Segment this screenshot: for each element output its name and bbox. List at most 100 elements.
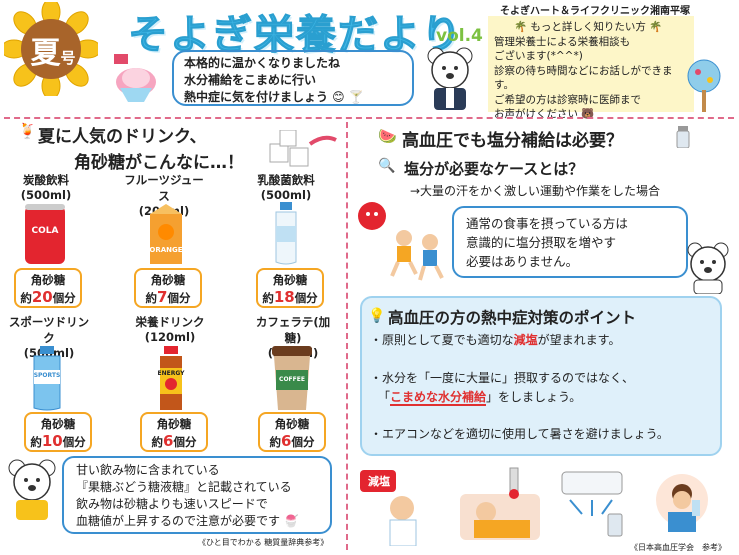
sugar-prefix: 約 xyxy=(30,435,42,449)
sugar-label: 角砂糖 xyxy=(156,417,192,431)
bear-nurse-icon xyxy=(4,456,60,522)
left-source: 《ひと目でわかる 糖質量辞典参考》 xyxy=(198,538,329,547)
bubble-line: 必要はありません。 xyxy=(466,254,579,269)
sugar-label: 角砂糖 xyxy=(272,273,308,287)
sugar-suffix: 個分 xyxy=(291,435,315,449)
drink-item: 乳酸菌飲料 (500ml) xyxy=(246,172,326,202)
intro-line: 本格的に温かくなりましたね xyxy=(184,56,341,70)
sports-bottle-icon: SPORTS xyxy=(28,346,66,412)
salt-advice-bubble: 通常の食事を摂っている方は 意識的に塩分摂取を増やす 必要はありません。 xyxy=(452,206,688,278)
drink-volume: (120ml) xyxy=(144,330,196,344)
point-text: 「 xyxy=(378,390,391,404)
sugar-box: 角砂糖 約18個分 xyxy=(256,268,324,308)
drink-name: 乳酸菌飲料 xyxy=(257,173,315,187)
sugar-prefix: 約 xyxy=(151,435,164,449)
drink-icon: 🍹 xyxy=(18,122,37,140)
intro-line: 熱中症に気を付けましょう 😊 🍸 xyxy=(184,90,364,104)
sugar-count: 18 xyxy=(273,288,295,306)
sugar-prefix: 約 xyxy=(269,435,282,449)
note-line: お声がけください 🐻 xyxy=(494,108,595,120)
point-3: ・エアコンなどを適切に使用して暑さを避けましょう。 xyxy=(370,427,669,441)
watermelon-icon: 🍉 xyxy=(378,127,397,145)
can-label: ENERGY xyxy=(157,370,185,377)
consultation-note: 🌴 もっと詳しく知りたい方 🌴 管理栄養士による栄養相談も ございます(*^^*… xyxy=(488,16,694,120)
sugar-cube-icon xyxy=(260,129,340,170)
left-heading-line2: 角砂糖がこんなに…！ xyxy=(74,153,244,173)
drink-item: 栄養ドリンク (120ml) xyxy=(130,314,210,344)
note-line: 診察の待ち時間などにお話しができます。 xyxy=(494,64,673,92)
can-label: COFFEE xyxy=(279,376,305,383)
sugar-suffix: 個分 xyxy=(294,291,318,305)
point-text: が望まれます。 xyxy=(537,333,621,347)
bubble-line: 意識的に塩分摂取を増やす xyxy=(466,235,617,250)
badge-text: 夏号 xyxy=(30,36,76,71)
panel-heading: 高血圧の方の熱中症対策のポイント xyxy=(388,309,637,327)
point-text: 」をしましょう。 xyxy=(486,390,582,404)
point-text: ・原則として夏でも適切な xyxy=(370,333,514,347)
point-emphasis: こまめな水分補給 xyxy=(390,390,487,406)
sugar-count: 20 xyxy=(31,288,53,306)
sugar-count: 6 xyxy=(163,432,174,450)
energy-drink-icon: ENERGY xyxy=(156,346,186,412)
fan-icon xyxy=(686,58,722,114)
sugar-box: 角砂糖 約7個分 xyxy=(134,268,202,308)
bubble-line: 通常の食事を摂っている方は xyxy=(466,216,628,231)
divider xyxy=(346,122,348,550)
magnifier-icon: 🔍 xyxy=(378,158,396,174)
drink-name: 栄養ドリンク xyxy=(135,315,205,329)
note-line: 管理栄養士による栄養相談も xyxy=(494,35,631,48)
right-heading: 高血圧でも塩分補給は必要？ xyxy=(402,131,623,151)
volume-number: vol.4 xyxy=(436,26,483,46)
drink-volume: (500ml) xyxy=(20,188,72,202)
sugar-suffix: 個分 xyxy=(167,291,191,305)
sugar-box: 角砂糖 約20個分 xyxy=(14,268,82,308)
coffee-cup-icon: COFFEE xyxy=(270,346,314,412)
juice-box-icon: ORANGE xyxy=(146,204,186,266)
note-line: ございます(*^^*) xyxy=(494,50,583,62)
intro-bubble: 本格的に温かくなりましたね 水分補給をこまめに行い 熱中症に気を付けましょう 😊… xyxy=(172,50,414,106)
sugar-label: 角砂糖 xyxy=(30,273,66,287)
intro-line: 水分補給をこまめに行い xyxy=(184,73,317,87)
sugar-suffix: 個分 xyxy=(62,435,86,449)
can-label: ORANGE xyxy=(149,246,183,254)
drink-name: スポーツドリンク xyxy=(8,315,90,345)
bubble-line: 血糖値が上昇するので注意が必要です 🍧 xyxy=(76,514,299,528)
cola-can-icon: COLA xyxy=(22,202,68,266)
point-1: ・原則として夏でも適切な減塩が望まれます。 xyxy=(370,332,620,349)
sugar-prefix: 約 xyxy=(20,291,32,305)
sub-heading: 塩分が必要なケースとは？ xyxy=(404,160,584,178)
tips-illustrations: 減塩 xyxy=(356,464,732,547)
point-emphasis: 減塩 xyxy=(513,333,538,347)
drink-volume: (500ml) xyxy=(260,188,312,202)
bear-icon xyxy=(684,240,732,295)
heatstroke-points-panel: 💡 高血圧の方の熱中症対策のポイント ・原則として夏でも適切な減塩が望まれます。… xyxy=(360,296,722,456)
running-kids-icon xyxy=(352,194,448,284)
salt-shaker-icon xyxy=(676,126,690,149)
sugar-label: 角砂糖 xyxy=(274,417,310,431)
sugar-box: 角砂糖 約10個分 xyxy=(24,412,92,452)
left-heading-line1: 夏に人気のドリンク、 xyxy=(38,127,207,147)
bear-doctor-icon xyxy=(424,46,476,112)
gen-label: 減塩 xyxy=(368,475,390,488)
note-line: ご希望の方は診察時に医師まで xyxy=(494,93,641,106)
right-source: 《日本高血圧学会 参考》 xyxy=(630,543,726,552)
sugar-prefix: 約 xyxy=(262,291,274,305)
yogurt-bottle-icon xyxy=(270,202,302,266)
sugar-warning-bubble: 甘い飲み物に含まれている 『果糖ぶどう糖液糖』と記載されている 飲み物は砂糖より… xyxy=(62,456,332,534)
shaved-ice-icon xyxy=(106,54,166,104)
sugar-label: 角砂糖 xyxy=(40,417,76,431)
bubble-line: 『果糖ぶどう糖液糖』と記載されている xyxy=(76,480,292,494)
sub-detail: →大量の汗をかく激しい運動や作業をした場合 xyxy=(410,184,661,198)
sugar-count: 6 xyxy=(281,432,292,450)
sugar-count: 10 xyxy=(41,432,63,450)
drink-item: 炭酸飲料 (500ml) xyxy=(6,172,86,202)
drink-name: カフェラテ(加糖) xyxy=(255,315,331,345)
sugar-prefix: 約 xyxy=(145,291,158,305)
sugar-count: 7 xyxy=(157,288,168,306)
sugar-label: 角砂糖 xyxy=(150,273,186,287)
point-2-line1: ・水分を「一度に大量に」摂取するのではなく、 xyxy=(370,371,635,385)
can-label: SPORTS xyxy=(33,372,61,379)
sugar-box: 角砂糖 約6個分 xyxy=(140,412,208,452)
bubble-line: 飲み物は砂糖よりも速いスピードで xyxy=(76,497,268,511)
note-line: 🌴 もっと詳しく知りたい方 🌴 xyxy=(514,21,663,33)
